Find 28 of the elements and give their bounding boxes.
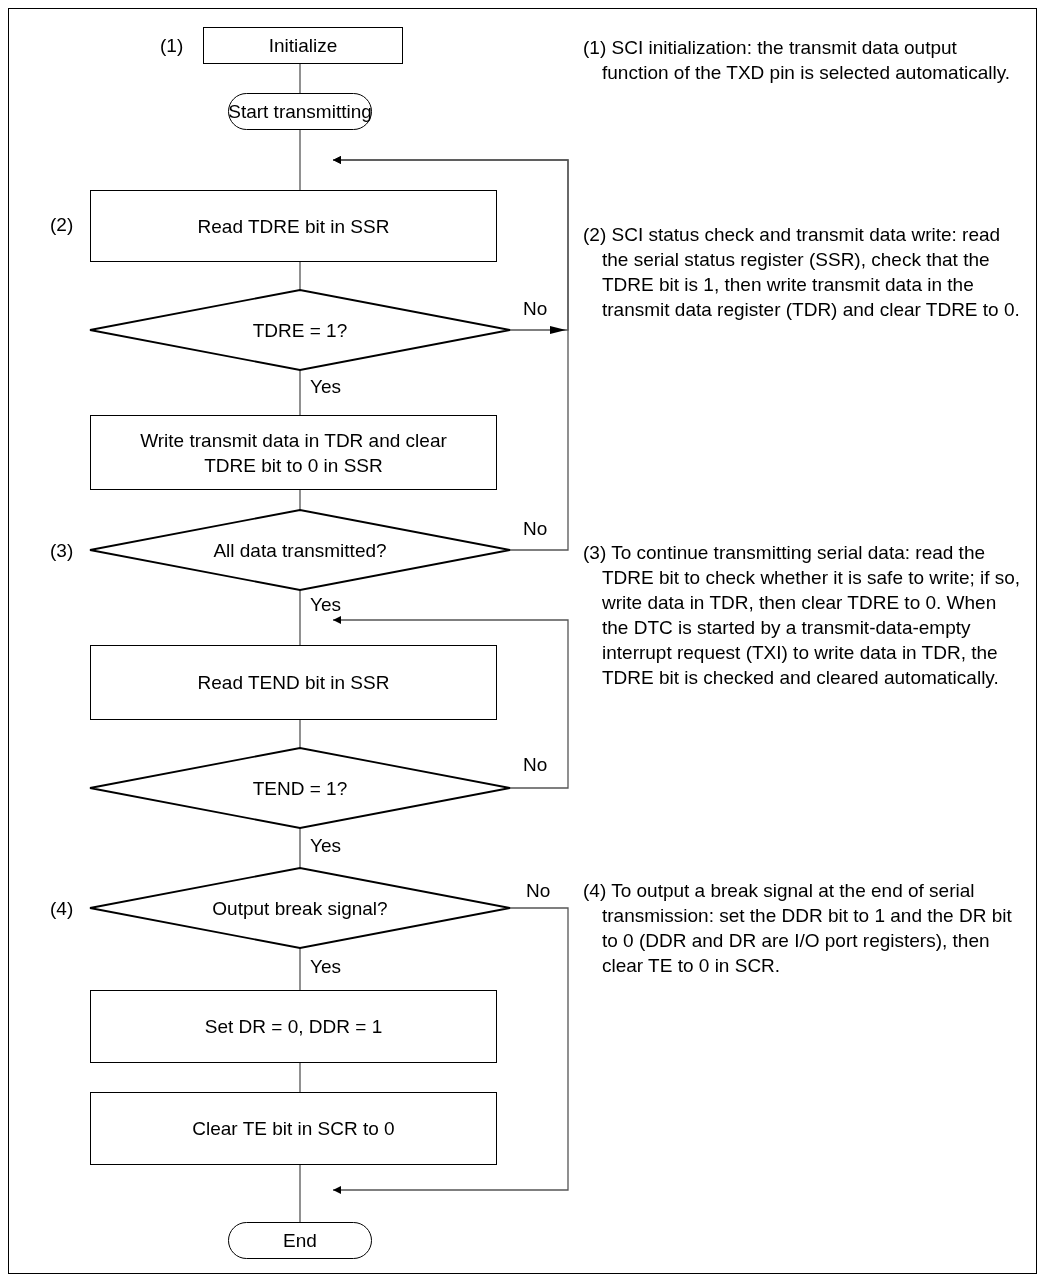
process-box [90,990,497,1063]
step-note: (4) To output a break signal at the end of serial transmission: set the DDR bit to 1 and the DR bit to 0 (DDR and DR are I/O port registers), then clear TE to 0 in SCR. [583,879,1013,978]
node-text: Write transmit data in TDR and clear TDRE bit to 0 in SSR [139,428,448,478]
terminal-box [228,93,372,130]
step-note: (2) SCI status check and transmit data write: read the serial status register (SSR), check that the TDRE bit is 1, then write transmit data in the transmit data register (TDR) and clear TDRE to 0. [583,223,1021,322]
node-text: TEND = 1? [251,776,349,801]
node-text: Read TEND bit in SSR [196,671,391,695]
step-number: (4) [50,897,74,921]
node-text: TDRE = 1? [251,318,349,343]
node-text: End [282,1229,318,1253]
step-number: (3) [50,539,74,563]
node-text: Set DR = 0, DDR = 1 [203,1015,384,1039]
node-text: Output break signal? [211,896,389,921]
process-box [90,645,497,720]
terminal-box [228,1222,372,1259]
process-box [90,190,497,262]
step-number: (2) [50,213,74,237]
node-text: All data transmitted? [212,538,388,563]
step-note: (1) SCI initialization: the transmit data output function of the TXD pin is selected automatically. [583,36,1011,85]
node-text: Initialize [267,34,339,58]
step-note: (3) To continue transmitting serial data: read the TDRE bit to check whether it is safe to write; if so, write data in TDR, then clear TDRE to 0. When the DTC is started by a transmit-data-empty interrupt request (TXI) to write data in TDR, the TDRE bit is checked and cleared automatically. [583,541,1022,690]
step-number: (1) [160,34,184,58]
process-box [203,27,403,64]
node-text: Start transmitting [227,100,373,124]
process-box [90,415,497,490]
node-text: Clear TE bit in SCR to 0 [191,1117,396,1141]
process-box [90,1092,497,1165]
node-text: Read TDRE bit in SSR [196,214,391,239]
